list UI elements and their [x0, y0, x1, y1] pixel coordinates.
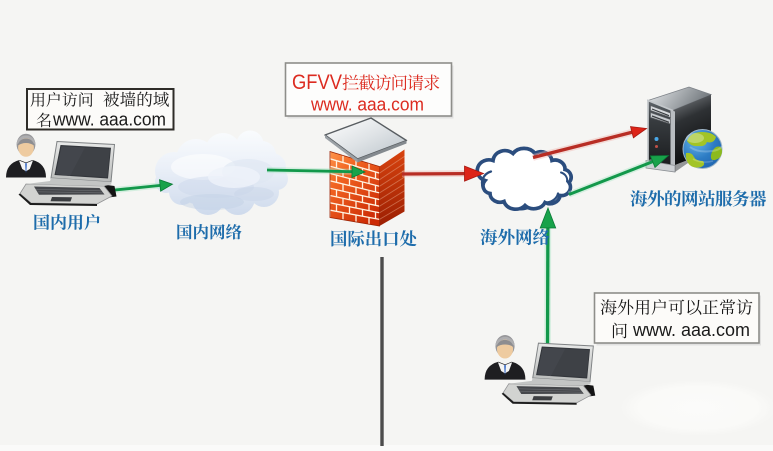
- svg-text:www. aaa.com: www. aaa.com: [632, 319, 750, 340]
- svg-text:GFVV: GFVV: [292, 71, 342, 94]
- svg-text:www. aaa.com: www. aaa.com: [310, 95, 424, 115]
- svg-text:www. aaa.com: www. aaa.com: [52, 110, 166, 130]
